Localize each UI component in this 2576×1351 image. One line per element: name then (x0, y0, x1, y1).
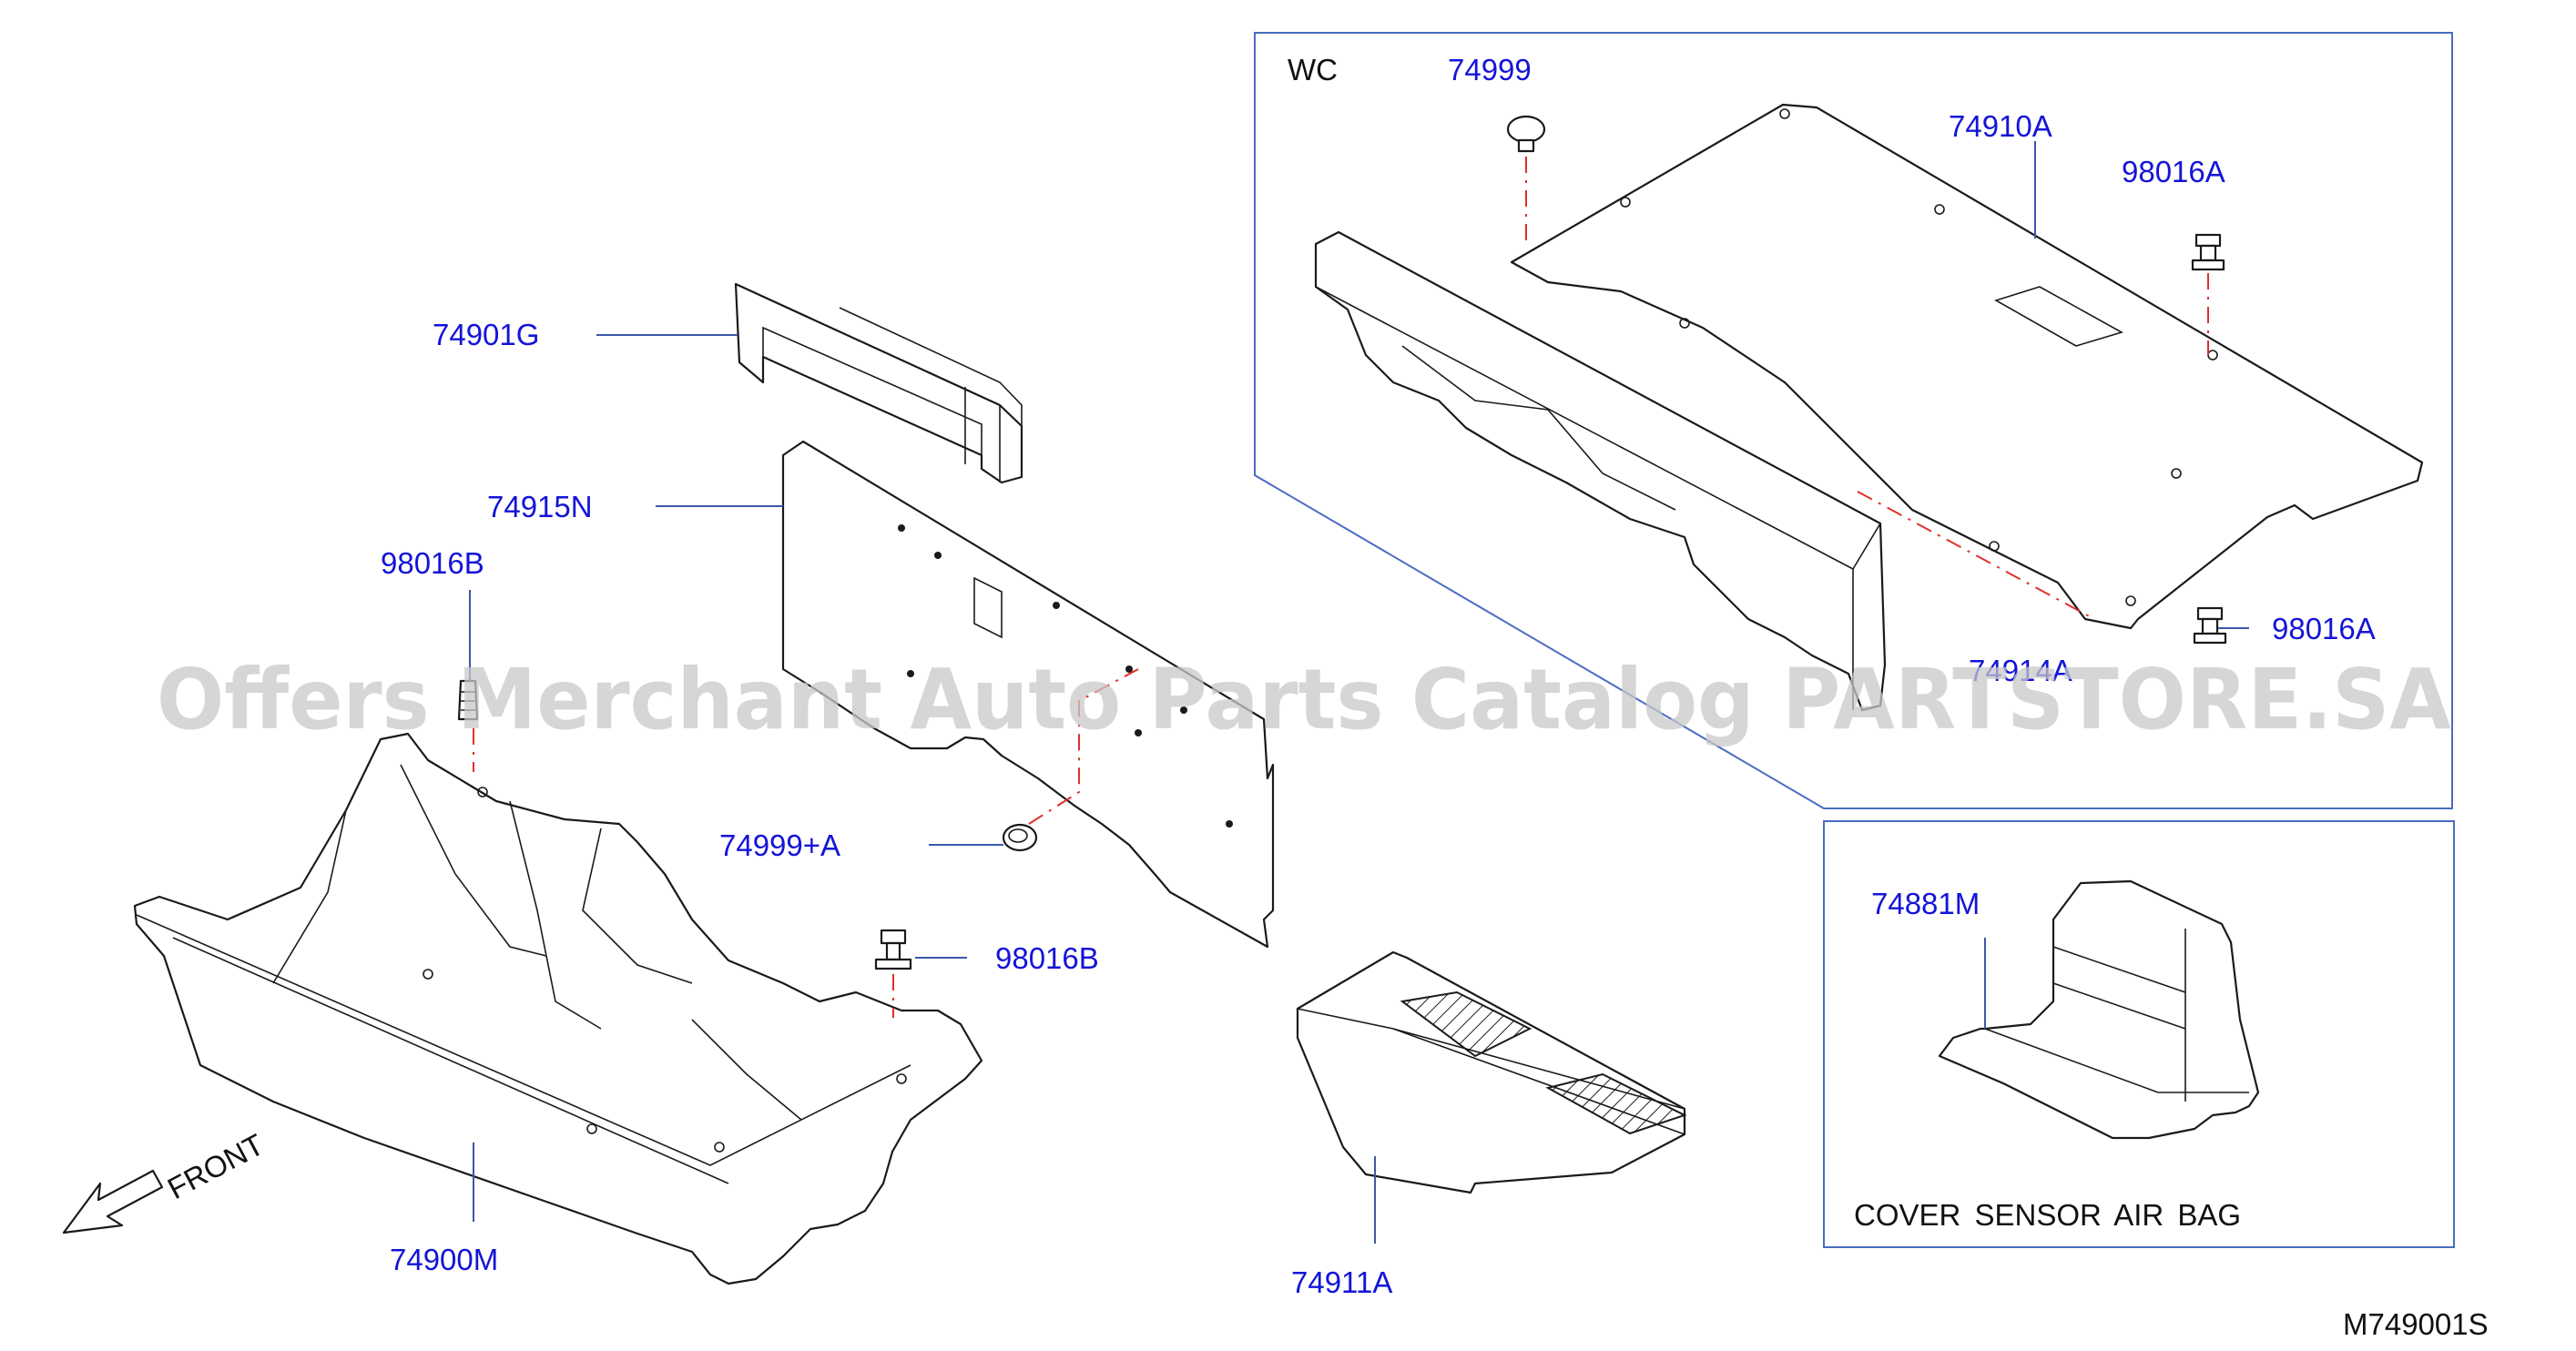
sensor-box-caption: COVER SENSOR AIR BAG (1854, 1198, 2241, 1232)
plug-74999A (1002, 823, 1038, 852)
callout-98016B-bottom: 98016B (995, 941, 1099, 975)
callout-98016B-top: 98016B (381, 546, 484, 580)
hatch-pad-1 (1400, 990, 1532, 1058)
clip-98016A-top (2191, 233, 2225, 271)
callout-74999A: 74999+A (719, 828, 840, 862)
callout-74910A: 74910A (1949, 109, 2052, 143)
hatch-pad-2 (1545, 1072, 1687, 1135)
clip-98016B-bottom (874, 929, 912, 970)
installation-lines (473, 157, 2209, 1018)
part-74914A-side-trim (1314, 230, 1887, 712)
callout-74900M: 74900M (390, 1243, 498, 1276)
part-74881M-sensor-cover (1938, 879, 2260, 1140)
front-arrow-icon (62, 1169, 164, 1234)
front-label: FRONT (162, 1127, 270, 1205)
sensor-box (1823, 820, 2455, 1248)
callout-74999: 74999 (1448, 53, 1532, 86)
part-74915N-panel (781, 440, 1275, 949)
callout-74915N: 74915N (487, 490, 593, 523)
part-74901G-spacer (734, 282, 1023, 484)
callout-74911A: 74911A (1291, 1265, 1392, 1299)
callout-74881M: 74881M (1871, 887, 1980, 920)
part-74910A-trunk-board (1510, 103, 2424, 630)
plug-74999 (1506, 115, 1546, 153)
callout-74901G: 74901G (433, 318, 539, 351)
callout-74914A: 74914A (1969, 654, 2072, 687)
clip-98016A-bottom (2193, 606, 2227, 645)
part-74911A-board (1296, 950, 1687, 1194)
wc-box-title: WC (1288, 53, 1338, 86)
leader-lines (469, 141, 2249, 1244)
callout-98016A-bottom: 98016A (2272, 612, 2376, 645)
part-74900M-floor-carpet (133, 732, 983, 1285)
wc-box (1254, 32, 2453, 809)
diagram-code: M749001S (2343, 1307, 2489, 1341)
callout-98016A-top: 98016A (2122, 155, 2225, 188)
watermark: Offers Merchant Auto Parts Catalog PARTS… (157, 651, 2451, 748)
